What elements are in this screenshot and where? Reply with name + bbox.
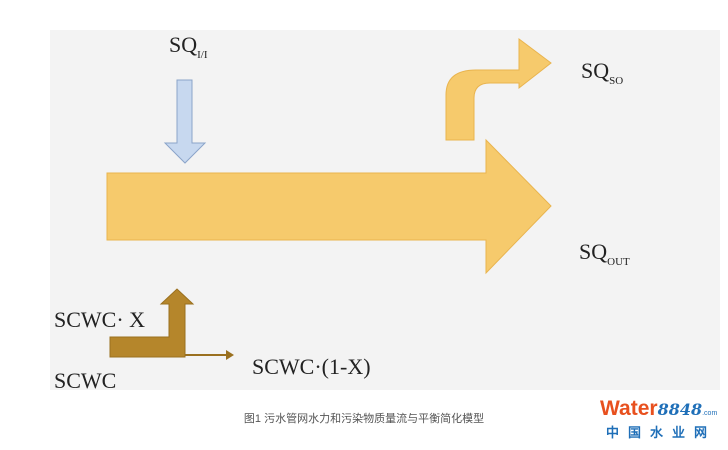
main-flow-arrow [106,138,552,275]
label-sq-ii-main: SQ [169,32,198,57]
watermark-word: Water [600,397,658,420]
infiltration-arrow [163,79,207,164]
scwc-split-arrow [109,288,195,358]
label-sq-so-sub: SO [609,75,624,87]
watermark-logo: Water8848.com 中国水业网 [600,398,724,441]
label-sq-out: SQOUT [579,241,630,268]
label-sq-out-sub: OUT [607,256,630,268]
label-sq-so: SQSO [581,60,623,87]
label-scwc-x: SCWC· X [54,307,146,332]
label-sq-out-main: SQ [579,239,608,264]
watermark-domain: .com [702,410,718,417]
label-scwc: SCWC [54,368,117,393]
label-sq-so-main: SQ [581,58,610,83]
overflow-curved-arrow [445,38,552,141]
watermark-chinese: 中国水业网 [606,426,717,441]
scwc-branch-arrowhead [226,350,234,360]
label-scwc-1-minus-x: SCWC·(1-X) [252,354,371,379]
label-sq-ii-sub: I/I [197,49,208,61]
label-sq-ii: SQI/I [169,34,208,61]
watermark-top: Water8848.com [600,398,724,419]
watermark-number: 8848 [657,400,703,419]
figure-caption: 图1 污水管网水力和污染物质量流与平衡简化模型 [243,413,485,425]
